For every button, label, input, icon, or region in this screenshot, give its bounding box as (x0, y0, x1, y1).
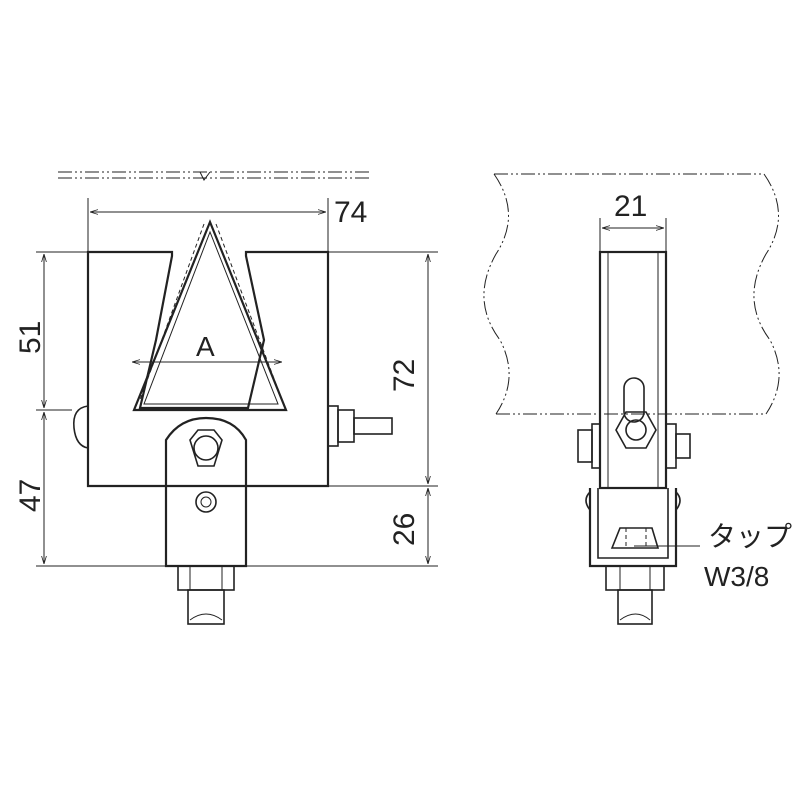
front-left-cap (72, 405, 89, 449)
dim-text-72: 72 (388, 359, 421, 392)
dim-width-74: 74 (87, 196, 367, 252)
side-nut-rod (605, 565, 665, 625)
tap-callout: タップ W3/8 (634, 521, 792, 592)
dim-left-stack: 51 47 (14, 251, 166, 567)
dim-text-a: A (196, 331, 215, 362)
dim-right-stack: 72 26 (246, 251, 438, 567)
side-beam-flange (483, 173, 780, 415)
front-hanger-plate (164, 416, 248, 568)
front-nut-rod (177, 565, 235, 625)
front-view: 74 A (14, 171, 438, 625)
dim-text-26: 26 (388, 513, 421, 546)
dim-side-21: 21 (599, 190, 667, 252)
dim-text-51: 51 (14, 321, 47, 354)
side-bolts (577, 423, 691, 469)
front-beam-flange (58, 171, 372, 181)
side-clamp-body (598, 250, 668, 490)
callout-line1: タップ (708, 521, 792, 552)
dim-text-21: 21 (614, 190, 647, 223)
side-view: 21 (483, 173, 792, 625)
dim-jaw-a: A (132, 331, 282, 362)
dim-text-74: 74 (334, 196, 367, 229)
side-hanger (585, 488, 681, 568)
front-right-bolt (327, 405, 393, 447)
dim-text-47: 47 (14, 479, 47, 512)
callout-line2: W3/8 (704, 561, 769, 592)
